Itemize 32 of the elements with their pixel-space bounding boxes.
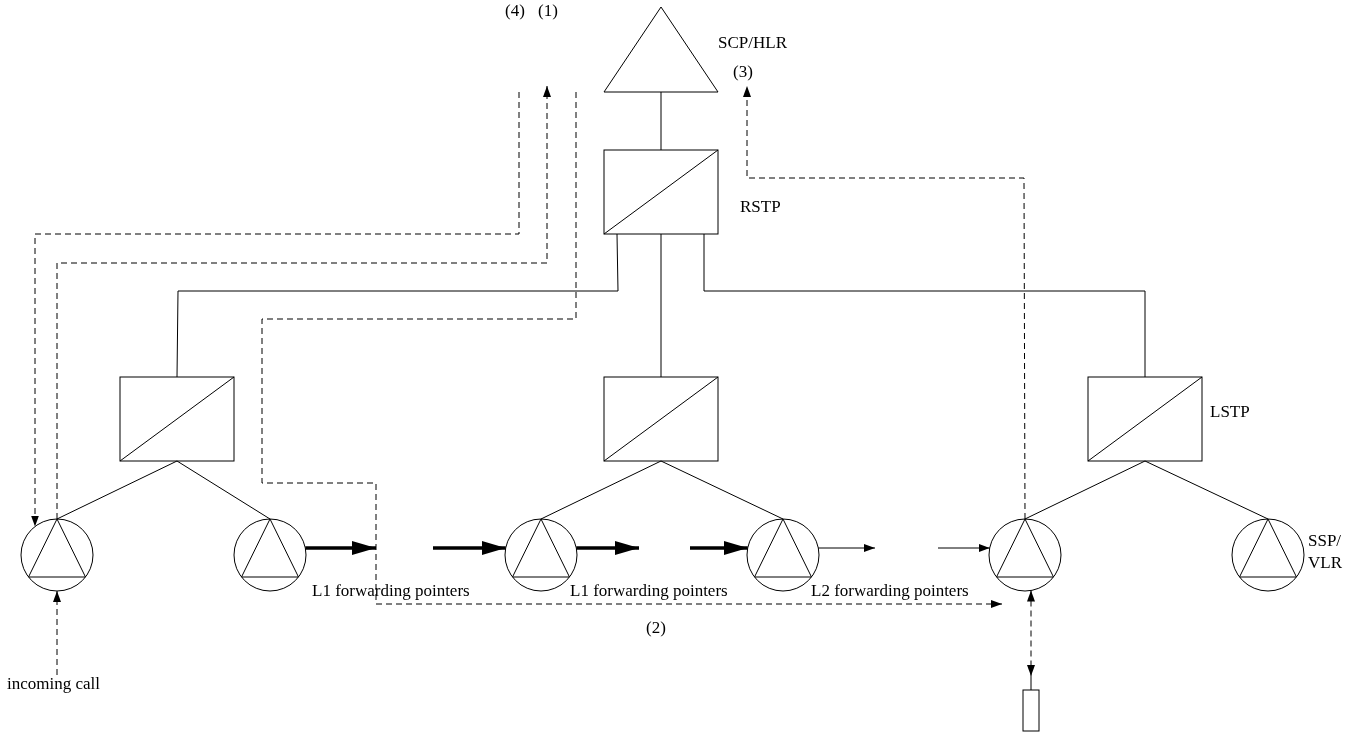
arrow — [305, 541, 376, 555]
connector-line — [540, 460, 662, 520]
edge-label: (1) — [538, 1, 558, 21]
edge-label: (2) — [646, 618, 666, 638]
connector-line — [660, 233, 662, 378]
connector-line — [176, 460, 271, 520]
dashed-arrow — [261, 91, 1003, 608]
arrow — [433, 541, 506, 555]
arrow — [690, 541, 748, 555]
annotation-text: L1 forwarding pointers — [312, 580, 470, 602]
node-label: LSTP — [1210, 401, 1250, 423]
dashed-arrow — [1027, 590, 1035, 677]
node-label: incoming call — [7, 673, 100, 695]
connector-line — [660, 460, 784, 520]
arrow — [817, 544, 876, 552]
connector-line — [1024, 460, 1146, 520]
arrow — [576, 541, 639, 555]
annotation-text: L2 forwarding pointers — [811, 580, 969, 602]
annotation-text: L1 forwarding pointers — [570, 580, 728, 602]
connector-line — [660, 91, 662, 151]
node-label: SSP/ VLR — [1308, 530, 1343, 574]
connector-line — [56, 460, 178, 520]
arrow — [937, 544, 991, 552]
dashed-arrow — [53, 590, 61, 676]
connector-line — [1144, 460, 1269, 520]
edge-label: (4) — [505, 1, 525, 21]
edge-label: (3) — [733, 62, 753, 82]
connector-line — [703, 233, 1146, 378]
node-label: SCP/HLR — [718, 32, 787, 54]
dashed-arrow — [743, 85, 1026, 520]
node-label: RSTP — [740, 196, 781, 218]
connector-line — [176, 233, 619, 378]
